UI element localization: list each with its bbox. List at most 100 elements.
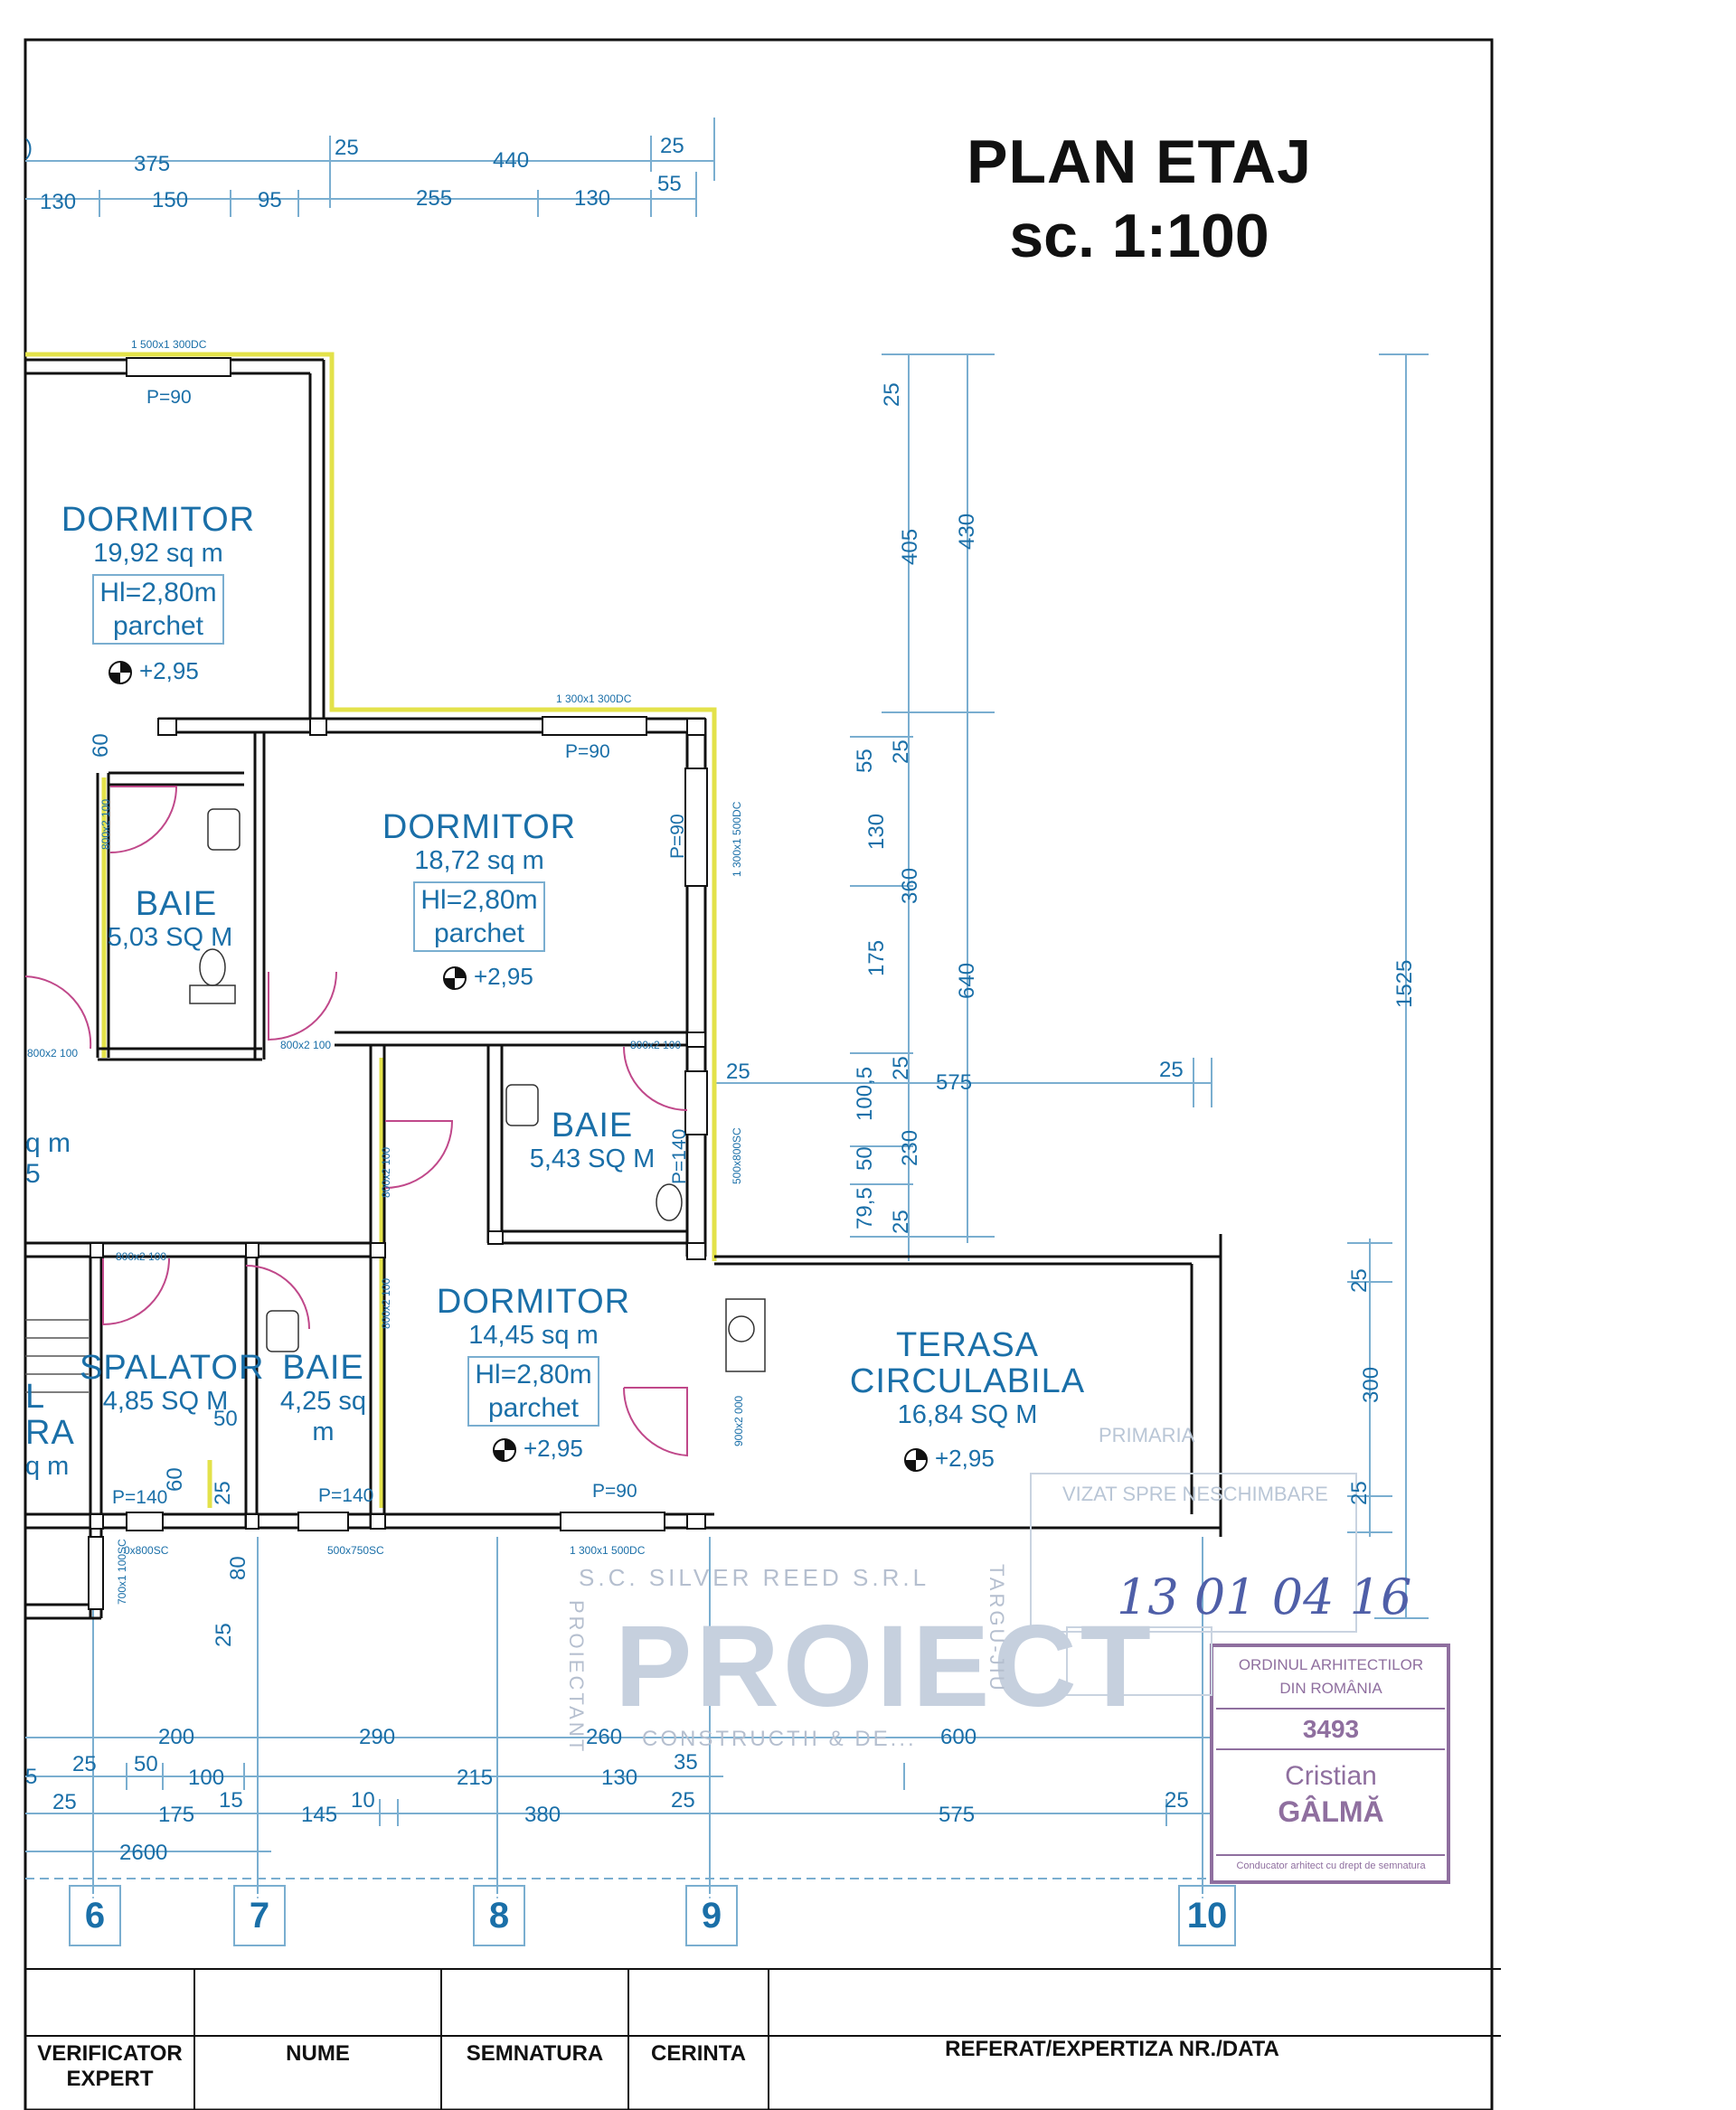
room-height: Hl=2,80m	[420, 885, 538, 915]
bottom-dimension-lines	[25, 1537, 1212, 1894]
door-label: 900x2 000	[732, 1395, 745, 1446]
exterior-wall-highlight	[25, 352, 717, 1508]
window-label: 1 300x1 300DC	[556, 692, 632, 705]
dim-text: 25	[889, 1056, 913, 1080]
dim-text: 405	[898, 528, 922, 565]
window-label: 500x750SC	[327, 1544, 384, 1557]
room-baie-3: BAIE 4,25 sq m	[271, 1350, 375, 1447]
dim-text: 640	[955, 962, 979, 999]
dim-text: 10	[351, 1788, 375, 1813]
dim-text: 430	[955, 513, 979, 550]
cut-text: RA	[25, 1414, 75, 1452]
door-label: 800x2 100	[99, 798, 112, 850]
door-label: 800x2 100	[27, 1047, 79, 1060]
sheet-border	[24, 38, 1494, 2110]
room-dormitor-1: DORMITOR 19,92 sq m Hl=2,80m parchet	[36, 502, 280, 645]
dim-text: 25	[671, 1788, 695, 1813]
wall-posts	[90, 718, 706, 1530]
dim-text: 200	[158, 1725, 195, 1749]
level-mark-dormitor-1: +2,95	[108, 657, 199, 685]
room-baie-2: BAIE 5,43 SQ M	[511, 1107, 674, 1174]
tb-header-nume: NUME	[286, 2041, 350, 2066]
faint-stamp-text: PRIMARIA	[1099, 1424, 1195, 1446]
dim-text: 55	[853, 749, 877, 773]
axis-label-9: 9	[685, 1885, 738, 1946]
dim-text: 55	[657, 172, 682, 196]
dim-text: 35	[674, 1750, 698, 1775]
room-finish: parchet	[433, 918, 525, 948]
dim-text: 2600	[119, 1841, 168, 1865]
room-area: 19,92 sq m	[93, 539, 223, 568]
dim-text: 25	[1347, 1268, 1372, 1293]
dim-text: 95	[258, 188, 282, 212]
dim-text: 25	[212, 1623, 236, 1647]
parapet-label: P=140	[112, 1487, 168, 1508]
dim-text: 145	[301, 1803, 338, 1827]
door-label: 800x2 100	[380, 1146, 392, 1198]
door-label: 800x2 100	[380, 1277, 392, 1329]
oar-stamp-line-1: ORDINUL ARHITECTILOR	[1238, 1656, 1424, 1673]
door-label: 800x2 100	[280, 1039, 332, 1051]
dim-text: 175	[158, 1803, 195, 1827]
cut-text: L	[25, 1378, 46, 1416]
dim-text: 25	[660, 134, 684, 158]
dim-text: 60	[163, 1467, 187, 1492]
dim-text: 175	[864, 939, 889, 976]
dim-text: 440	[493, 148, 530, 173]
oar-stamp-line-2: DIN ROMÂNIA	[1279, 1680, 1382, 1697]
room-name-line-2: CIRCULABILA	[849, 1362, 1086, 1400]
oar-stamp-frame	[1210, 1644, 1450, 1884]
dim-text: 100	[188, 1766, 225, 1790]
room-area: 14,45 sq m	[468, 1321, 599, 1350]
axis-label-7: 7	[233, 1885, 286, 1946]
axis-lines	[92, 1880, 1203, 1898]
dim-text: 150	[152, 188, 189, 212]
dim-text: 260	[586, 1725, 623, 1749]
window-label: 0x800SC	[124, 1544, 169, 1557]
dim-text: 15	[219, 1788, 243, 1813]
faint-approval-frame	[1030, 1473, 1357, 1633]
right-dimension-lines	[714, 353, 1429, 1619]
room-area: 18,72 sq m	[414, 846, 544, 875]
level-marker-icon	[904, 1448, 928, 1473]
room-name: DORMITOR	[382, 808, 577, 846]
room-name: BAIE	[282, 1349, 364, 1387]
dim-text: 25	[1159, 1058, 1184, 1082]
top-dimension-lines	[25, 118, 715, 217]
sanitary-fixtures	[189, 808, 766, 1372]
dim-text: 25	[889, 1210, 913, 1234]
tb-header-referat: REFERAT/EXPERTIZA NR./DATA	[945, 2037, 1279, 2061]
dim-text: 25	[211, 1481, 235, 1505]
door-label: 800x2 100	[630, 1039, 682, 1051]
level-marker-icon	[493, 1438, 516, 1463]
dim-text: 130	[40, 190, 77, 214]
dim-text: 79,5	[853, 1187, 877, 1229]
level-mark-terasa: +2,95	[904, 1445, 995, 1473]
dim-text: 300	[1359, 1366, 1383, 1403]
level-mark-dormitor-2: +2,95	[443, 963, 533, 991]
tb-header-verificator: VERIFICATOR EXPERT	[37, 2041, 183, 2091]
room-dormitor-3: DORMITOR 14,45 sq m Hl=2,80m parchet	[416, 1284, 651, 1427]
dim-text: 80	[226, 1556, 250, 1580]
company-stamp-bottom: CONSTRUCTII & DE...	[642, 1727, 917, 1751]
dim-text: 50	[134, 1752, 158, 1776]
doors	[24, 786, 688, 1457]
level-value: +2,95	[139, 657, 199, 684]
room-info-box: Hl=2,80m parchet	[467, 1356, 599, 1427]
company-stamp-side: PROIECTANT	[565, 1600, 588, 1755]
dim-text: 50	[213, 1407, 238, 1431]
room-info-box: Hl=2,80m parchet	[92, 574, 224, 645]
level-value: +2,95	[524, 1435, 583, 1462]
dim-text: 25	[889, 739, 913, 764]
window-label: 500x800SC	[731, 1127, 743, 1184]
architect-first-name: Cristian	[1285, 1761, 1377, 1791]
room-name: DORMITOR	[61, 501, 256, 539]
room-spalator: SPALATOR 4,85 SQ M	[80, 1350, 263, 1417]
dim-text: 1525	[1392, 959, 1417, 1008]
room-name: DORMITOR	[436, 1283, 631, 1321]
window-label: 1 300x1 500DC	[570, 1544, 646, 1557]
oar-stamp-number: 3493	[1302, 1715, 1360, 1743]
room-name-line-1: TERASA	[895, 1326, 1040, 1364]
